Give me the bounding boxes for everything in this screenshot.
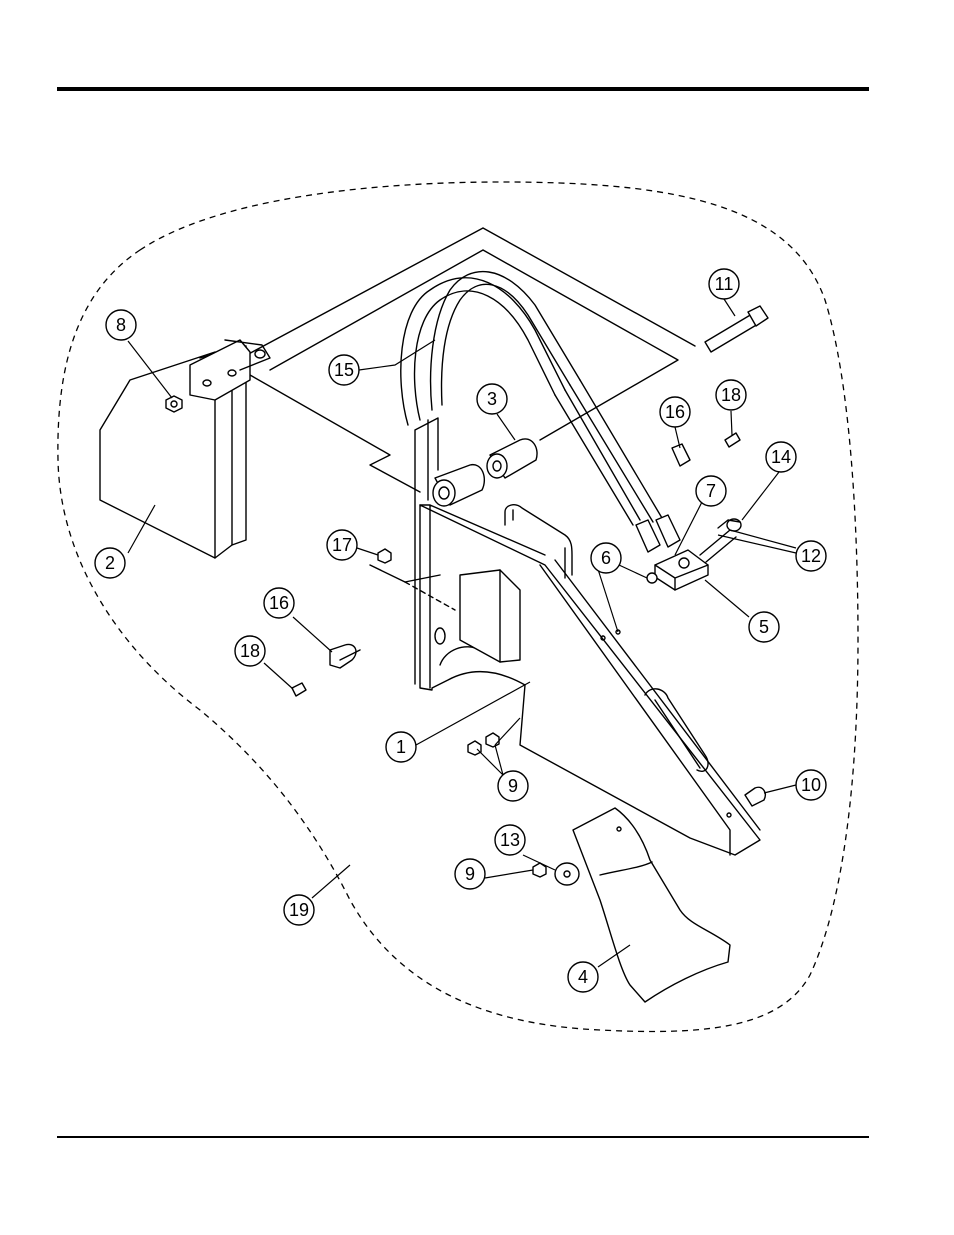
svg-text:13: 13 xyxy=(500,830,520,850)
svg-text:16: 16 xyxy=(269,593,289,613)
svg-text:7: 7 xyxy=(706,481,716,501)
svg-text:3: 3 xyxy=(487,389,497,409)
callout-18-upper: 18 xyxy=(716,380,746,410)
clip-16-upper xyxy=(672,444,690,466)
callout-2: 2 xyxy=(95,548,125,578)
callout-17: 17 xyxy=(327,530,357,560)
callout-16-lower: 16 xyxy=(264,588,294,618)
callout-18-lower: 18 xyxy=(235,636,265,666)
svg-text:11: 11 xyxy=(715,274,734,294)
callout-3: 3 xyxy=(477,384,507,414)
callout-13: 13 xyxy=(495,825,525,855)
callout-11: 11 xyxy=(709,269,739,299)
callout-4: 4 xyxy=(568,962,598,992)
callout-6: 6 xyxy=(591,543,621,573)
chute-housing xyxy=(420,505,760,855)
svg-text:18: 18 xyxy=(721,385,741,405)
callout-9-upper: 9 xyxy=(498,771,528,801)
svg-text:18: 18 xyxy=(240,641,260,661)
backing-plate-outline xyxy=(230,228,695,492)
callout-15: 15 xyxy=(329,355,359,385)
svg-text:17: 17 xyxy=(332,535,352,555)
svg-text:9: 9 xyxy=(508,776,518,796)
callout-19: 19 xyxy=(284,895,314,925)
svg-text:10: 10 xyxy=(801,775,821,795)
svg-text:9: 9 xyxy=(465,864,475,884)
callout-5: 5 xyxy=(749,612,779,642)
svg-text:16: 16 xyxy=(665,402,685,422)
callout-12: 12 xyxy=(796,541,826,571)
svg-text:5: 5 xyxy=(759,617,769,637)
callout-9-lower: 9 xyxy=(455,859,485,889)
callout-1: 1 xyxy=(386,732,416,762)
svg-text:2: 2 xyxy=(105,553,115,573)
hex-nut-8 xyxy=(166,396,182,412)
svg-text:6: 6 xyxy=(601,548,611,568)
clamp-16-lower xyxy=(330,644,360,668)
callout-10: 10 xyxy=(796,770,826,800)
nut-9-a xyxy=(468,741,481,755)
svg-text:4: 4 xyxy=(578,967,588,987)
spacer-tube xyxy=(433,439,537,506)
svg-text:15: 15 xyxy=(334,360,354,380)
callout-14: 14 xyxy=(766,442,796,472)
washer-13 xyxy=(555,863,579,885)
deflector-flap xyxy=(100,340,270,558)
callout-16-upper: 16 xyxy=(660,397,690,427)
svg-text:1: 1 xyxy=(396,737,406,757)
bolt-11 xyxy=(705,306,768,352)
svg-text:19: 19 xyxy=(289,900,309,920)
callout-8: 8 xyxy=(106,310,136,340)
nut-17 xyxy=(378,549,391,563)
svg-text:8: 8 xyxy=(116,315,126,335)
screw-18-upper xyxy=(725,433,740,447)
nut-9-b xyxy=(486,733,499,747)
screw-18-lower xyxy=(292,683,306,696)
svg-text:12: 12 xyxy=(801,546,821,566)
svg-text:14: 14 xyxy=(771,447,791,467)
callout-7: 7 xyxy=(696,476,726,506)
knob-10 xyxy=(745,787,765,806)
